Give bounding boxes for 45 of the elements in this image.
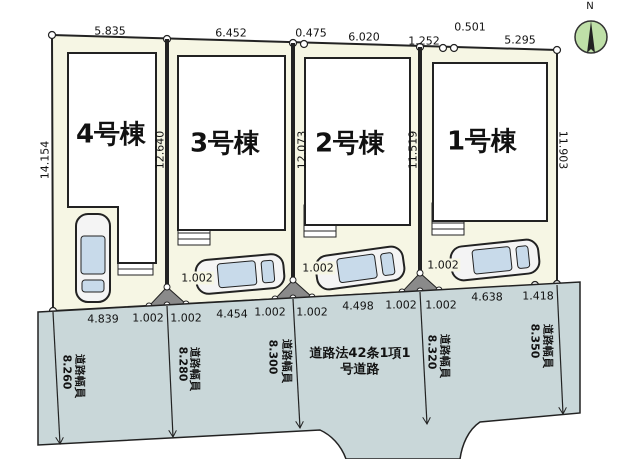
dimension-label: 4.638 [471, 292, 503, 302]
dimension-label: 6.452 [215, 28, 247, 38]
north-label: N [586, 2, 594, 12]
road-width-label: 道路幅員 [282, 339, 292, 383]
dimension-label: 1.002 [426, 258, 460, 272]
dimension-label: 1.002 [132, 312, 164, 324]
building-label: 1号棟 [446, 126, 518, 158]
dimension-label: 5.835 [94, 26, 126, 36]
dimension-label: 4.454 [216, 308, 248, 320]
dimension-label: 11.519 [408, 130, 418, 170]
dimension-label: 14.154 [40, 140, 50, 180]
dimension-label: 1.002 [425, 300, 457, 310]
road-width-label: 8.350 [530, 324, 540, 358]
road-width-label: 8.300 [268, 340, 278, 374]
building-outline [432, 62, 548, 222]
dimension-label: 4.498 [342, 300, 374, 312]
dimension-label: 0.475 [295, 28, 327, 38]
building-outline [177, 55, 286, 231]
road-width-label: 8.280 [178, 346, 188, 382]
road-width-label: 8.260 [62, 354, 72, 390]
building-outline [67, 52, 157, 264]
road-width-label: 道路幅員 [542, 324, 554, 368]
dimension-label: 1.002 [296, 306, 328, 318]
road-width-label: 道路幅員 [74, 354, 86, 398]
dimension-label: 1.418 [522, 290, 554, 302]
dimension-label: 1.002 [254, 306, 286, 318]
building-label: 4号棟 [76, 118, 146, 152]
building-label: 2号棟 [314, 128, 386, 160]
dimension-label: 1.002 [170, 312, 202, 324]
dimension-label: 12.640 [154, 130, 166, 170]
dimension-label: 4.839 [87, 314, 119, 324]
dimension-label: 5.295 [504, 34, 536, 46]
dimension-label: 0.501 [454, 22, 486, 32]
dimension-label: 1.002 [385, 300, 417, 310]
dimension-label: 1.002 [301, 262, 335, 274]
dimension-label: 11.903 [558, 130, 568, 170]
dimension-label: 1.002 [180, 272, 214, 284]
road-width-label: 8.320 [426, 334, 438, 370]
dimension-label: 12.073 [296, 130, 308, 170]
road-width-label: 道路幅員 [440, 334, 450, 378]
road-width-label: 道路幅員 [190, 347, 200, 391]
building-label: 3号棟 [190, 128, 260, 160]
dimension-label: 1.252 [408, 36, 440, 46]
road-label: 道路法42条1項1号道路 [308, 346, 412, 378]
dimension-label: 6.020 [348, 32, 380, 42]
